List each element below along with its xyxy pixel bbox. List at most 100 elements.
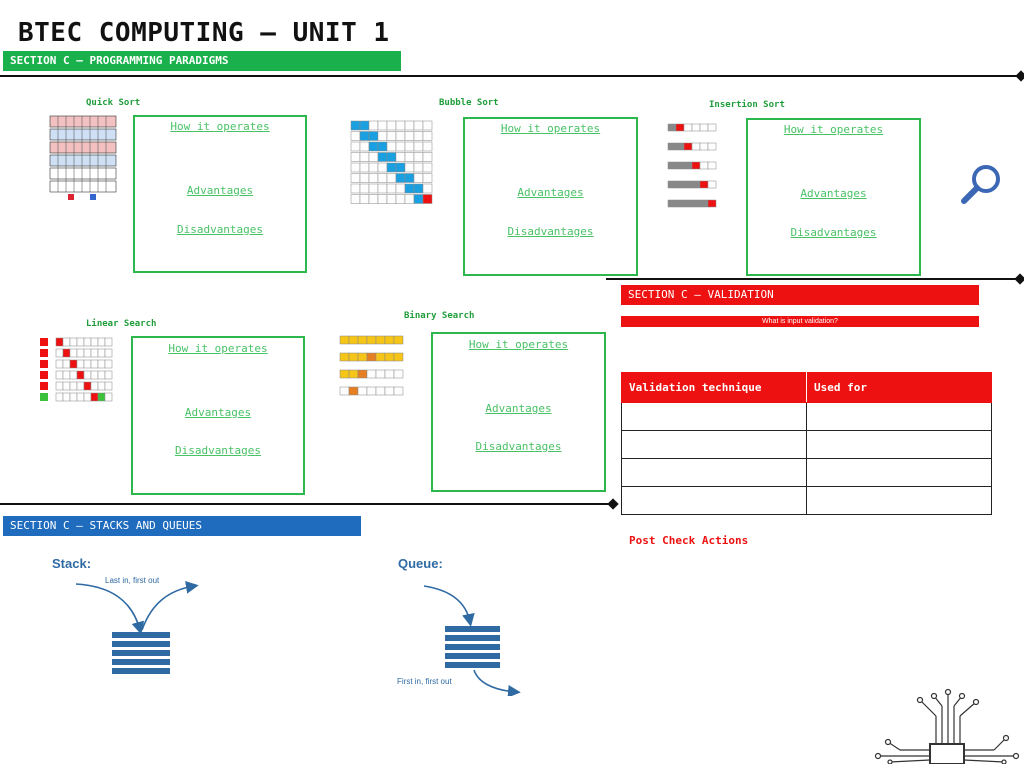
thumbnail-cell [76,348,85,358]
table-row [621,430,992,459]
table-cell[interactable] [621,486,807,515]
thumbnail-cell [348,386,359,396]
binary-search-box: How it operates Advantages Disadvantages [431,332,606,492]
linear-search-title: Linear Search [86,319,157,329]
linear-search-advantages-link[interactable]: Advantages [184,406,252,419]
thumbnail-cell [422,173,433,183]
thumbnail-cell [395,194,406,204]
thumbnail-cell [83,370,92,380]
thumbnail-cell [377,183,388,194]
table-cell[interactable] [806,458,992,487]
thumbnail-cell [393,335,404,345]
thumbnail-cell [422,120,433,131]
thumbnail-cell [55,370,64,380]
thumbnail-cell [69,381,78,391]
section-banner-validation: SECTION C – VALIDATION [621,285,979,305]
quick-sort-how-link[interactable]: How it operates [170,120,270,133]
thumbnail-cell [62,348,71,358]
thumbnail-cell [377,173,388,183]
table-cell[interactable] [806,402,992,431]
thumbnail-cell [368,131,379,141]
thumbnail-cell [368,183,379,194]
thumbnail-cell [377,194,388,204]
thumbnail-cell [707,180,717,189]
thumbnail-cell [368,162,379,173]
section-banner-stacks-queues: SECTION C – STACKS AND QUEUES [3,516,361,536]
linear-search-how-link[interactable]: How it operates [168,342,268,355]
table-cell[interactable] [621,402,807,431]
thumbnail-key-cell [40,371,48,379]
table-cell[interactable] [621,430,807,459]
thumbnail-cell [90,359,99,369]
thumbnail-cell [83,392,92,402]
thumbnail-cell [404,152,415,162]
linear-search-disadvantages-link[interactable]: Disadvantages [174,444,262,457]
thumbnail-cell [350,120,361,131]
thumbnail-cell [90,337,99,347]
divider-diamond [607,498,619,510]
thumbnail-key-cell [40,360,48,368]
thumbnail-cell [386,173,397,183]
thumbnail-cell [395,162,406,173]
insertion-sort-how-link[interactable]: How it operates [783,123,884,136]
thumbnail-cell [384,352,395,362]
validation-table: Validation technique Used for [621,372,992,515]
thumbnail-cell [404,173,415,183]
bubble-sort-disadvantages-link[interactable]: Disadvantages [507,225,594,238]
table-cell[interactable] [806,486,992,515]
thumbnail-cell [377,141,388,152]
thumbnail-cell [62,370,71,380]
thumbnail-cell [83,381,92,391]
thumbnail-cell [350,131,361,141]
insertion-sort-advantages-link[interactable]: Advantages [800,187,867,200]
thumbnail-cell [683,180,693,189]
thumbnail-cell [667,199,677,208]
thumbnail-key-cell [40,338,48,346]
thumbnail-cell [393,369,404,379]
bubble-sort-advantages-link[interactable]: Advantages [517,186,584,199]
thumbnail-cell [377,152,388,162]
thumbnail-cell [359,131,370,141]
thumbnail-cell [62,381,71,391]
thumbnail-cell [404,120,415,131]
binary-search-how-link[interactable]: How it operates [468,338,569,351]
table-cell[interactable] [621,458,807,487]
linear-search-diagram [38,332,120,404]
thumbnail-cell [368,141,379,152]
insertion-sort-disadvantages-link[interactable]: Disadvantages [790,226,877,239]
table-cell[interactable] [806,430,992,459]
thumbnail-cell [348,335,359,345]
thumbnail-cell [422,162,433,173]
thumbnail-cell [357,386,368,396]
binary-search-advantages-link[interactable]: Advantages [485,402,552,415]
thumbnail-cell [413,162,424,173]
thumbnail-cell [699,199,709,208]
binary-search-title: Binary Search [404,311,475,321]
thumbnail-cell [55,359,64,369]
thumbnail-cell [377,162,388,173]
thumbnail-cell [422,141,433,152]
binary-search-disadvantages-link[interactable]: Disadvantages [475,440,562,453]
thumbnail-cell [62,392,71,402]
thumbnail-cell [384,386,395,396]
quick-sort-disadvantages-link[interactable]: Disadvantages [176,223,264,236]
magnifier-icon [961,165,1000,204]
thumbnail-cell [699,161,709,170]
quick-sort-title: Quick Sort [86,98,141,108]
thumbnail-cell [375,335,386,345]
thumbnail-cell [422,152,433,162]
thumbnail-cell [375,352,386,362]
thumbnail-cell [359,152,370,162]
thumbnail-cell [691,142,701,151]
thumbnail-cell [339,352,350,362]
thumbnail-cell [691,161,701,170]
thumbnail-cell [55,348,64,358]
bubble-sort-how-link[interactable]: How it operates [500,122,601,135]
thumbnail-cell [359,162,370,173]
thumbnail-cell [76,359,85,369]
quick-sort-advantages-link[interactable]: Advantages [186,184,254,197]
thumbnail-cell [377,120,388,131]
thumbnail-cell [368,152,379,162]
thumbnail-cell [350,162,361,173]
thumbnail-cell [76,392,85,402]
